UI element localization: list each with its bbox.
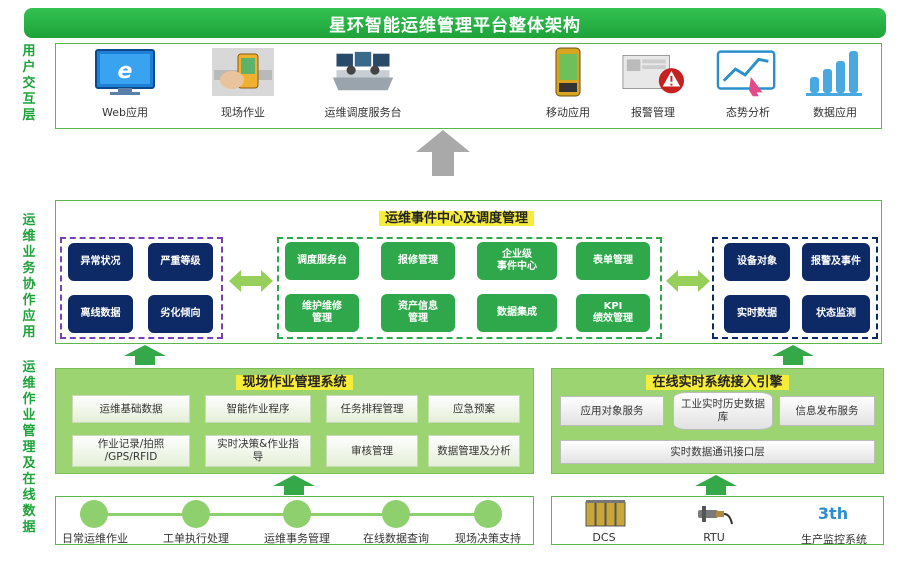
field-mgmt-cell[interactable]: 实时决策&作业指 导 [205,435,311,467]
svg-text:e: e [118,59,133,84]
third-party-badge: 3th [817,504,849,523]
user-item-label: 移动应用 [546,106,590,119]
flow-node [283,500,311,528]
field-mgmt-title-wrap: 现场作业管理系统 [55,371,534,390]
layer-label-ops: 运维作业管理及在线数据 [22,360,36,535]
user-item-alarm[interactable]: 报警管理 [613,48,693,120]
flow-node [474,500,502,528]
event-center-box[interactable]: 资产信息 管理 [381,294,455,332]
flow-node [80,500,108,528]
field-mgmt-cell[interactable]: 任务排程管理 [326,395,418,423]
dcs-cabinet-icon [584,498,626,532]
field-mgmt-cell[interactable]: 智能作业程序 [205,395,311,423]
up-arrow-icon [271,474,317,500]
flow-label[interactable]: 现场决策支持 [455,532,521,545]
user-item-label: 运维调度服务台 [324,106,402,119]
event-center-box[interactable]: 数据集成 [477,294,557,332]
status-box[interactable]: 离线数据 [68,295,133,333]
up-arrow-icon [122,344,168,370]
collab-title: 运维事件中心及调度管理 [378,211,534,226]
device-box[interactable]: 实时数据 [724,295,790,333]
device-box[interactable]: 报警及事件 [802,243,870,281]
user-item-dispatch[interactable]: 运维调度服务台 [313,48,413,120]
user-item-label: 态势分析 [726,106,770,119]
page-title: 星环智能运维管理平台整体架构 [24,8,886,38]
up-arrow-icon [693,474,739,500]
flow-label[interactable]: 日常运维作业 [62,532,128,545]
event-center-box[interactable]: 表单管理 [576,242,650,280]
event-center-box[interactable]: 企业级 事件中心 [477,242,557,280]
mobile-phone-icon [536,47,600,97]
handheld-terminal-icon [211,48,275,96]
bar-chart-icon [803,48,867,96]
user-item-label: 报警管理 [631,106,675,119]
realtime-cell[interactable]: 信息发布服务 [779,396,875,426]
source-label-dcs[interactable]: DCS [592,531,616,544]
field-mgmt-cell[interactable]: 运维基础数据 [72,395,190,423]
device-box[interactable]: 设备对象 [724,243,790,281]
event-center-box[interactable]: 维护维修 管理 [285,294,359,332]
up-arrow-icon [414,128,472,182]
device-box[interactable]: 状态监测 [802,295,870,333]
realtime-title-wrap: 在线实时系统接入引擎 [551,371,884,390]
monitor-ie-icon: e [93,48,157,96]
flow-label[interactable]: 工单执行处理 [163,532,229,545]
field-mgmt-cell[interactable]: 数据管理及分析 [428,435,520,467]
status-box[interactable]: 异常状况 [68,243,133,281]
event-center-box[interactable]: 报修管理 [381,242,455,280]
flow-label[interactable]: 运维事务管理 [264,532,330,545]
flow-node [182,500,210,528]
field-mgmt-cell[interactable]: 审核管理 [326,435,418,467]
source-label-rtu[interactable]: RTU [703,531,725,544]
realtime-interface[interactable]: 实时数据通讯接口层 [560,440,875,464]
event-center-group [277,237,662,339]
user-item-label: Web应用 [102,106,148,119]
user-item-mobile[interactable]: 移动应用 [528,47,608,120]
flow-label[interactable]: 在线数据查询 [363,532,429,545]
realtime-db-cell[interactable]: 工业实时历史数据 库 [673,392,773,430]
up-arrow-icon [770,344,816,370]
dispatch-console-icon [331,48,395,96]
device-group [712,237,878,339]
user-item-label: 数据应用 [813,106,857,119]
status-group [60,237,223,339]
realtime-cell[interactable]: 应用对象服务 [560,396,664,426]
realtime-title: 在线实时系统接入引擎 [646,375,789,390]
alarm-icon [621,48,685,96]
user-item-label: 现场作业 [221,106,265,119]
user-item-data[interactable]: 数据应用 [795,48,875,120]
field-mgmt-title: 现场作业管理系统 [236,375,353,390]
status-box[interactable]: 劣化倾向 [148,295,213,333]
layer-label-user: 用户交互层 [22,44,36,123]
user-item-web[interactable]: e Web应用 [85,48,165,120]
source-label-monitor[interactable]: 生产监控系统 [801,533,867,546]
collab-title-wrap: 运维事件中心及调度管理 [0,207,913,226]
field-mgmt-cell[interactable]: 作业记录/拍照 /GPS/RFID [72,435,190,467]
layer-label-collab: 运维业务协作应用 [22,213,36,340]
double-arrow-icon [664,268,712,298]
field-mgmt-cell[interactable]: 应急预案 [428,395,520,423]
rtu-sensor-icon [694,500,734,532]
trend-analysis-icon [716,48,780,97]
flow-node [382,500,410,528]
event-center-box[interactable]: 调度服务台 [285,242,359,280]
event-center-box[interactable]: KPI 绩效管理 [576,294,650,332]
double-arrow-icon [227,268,275,298]
status-box[interactable]: 严重等级 [148,243,213,281]
user-item-field[interactable]: 现场作业 [203,48,283,120]
user-item-trend[interactable]: 态势分析 [708,48,788,120]
